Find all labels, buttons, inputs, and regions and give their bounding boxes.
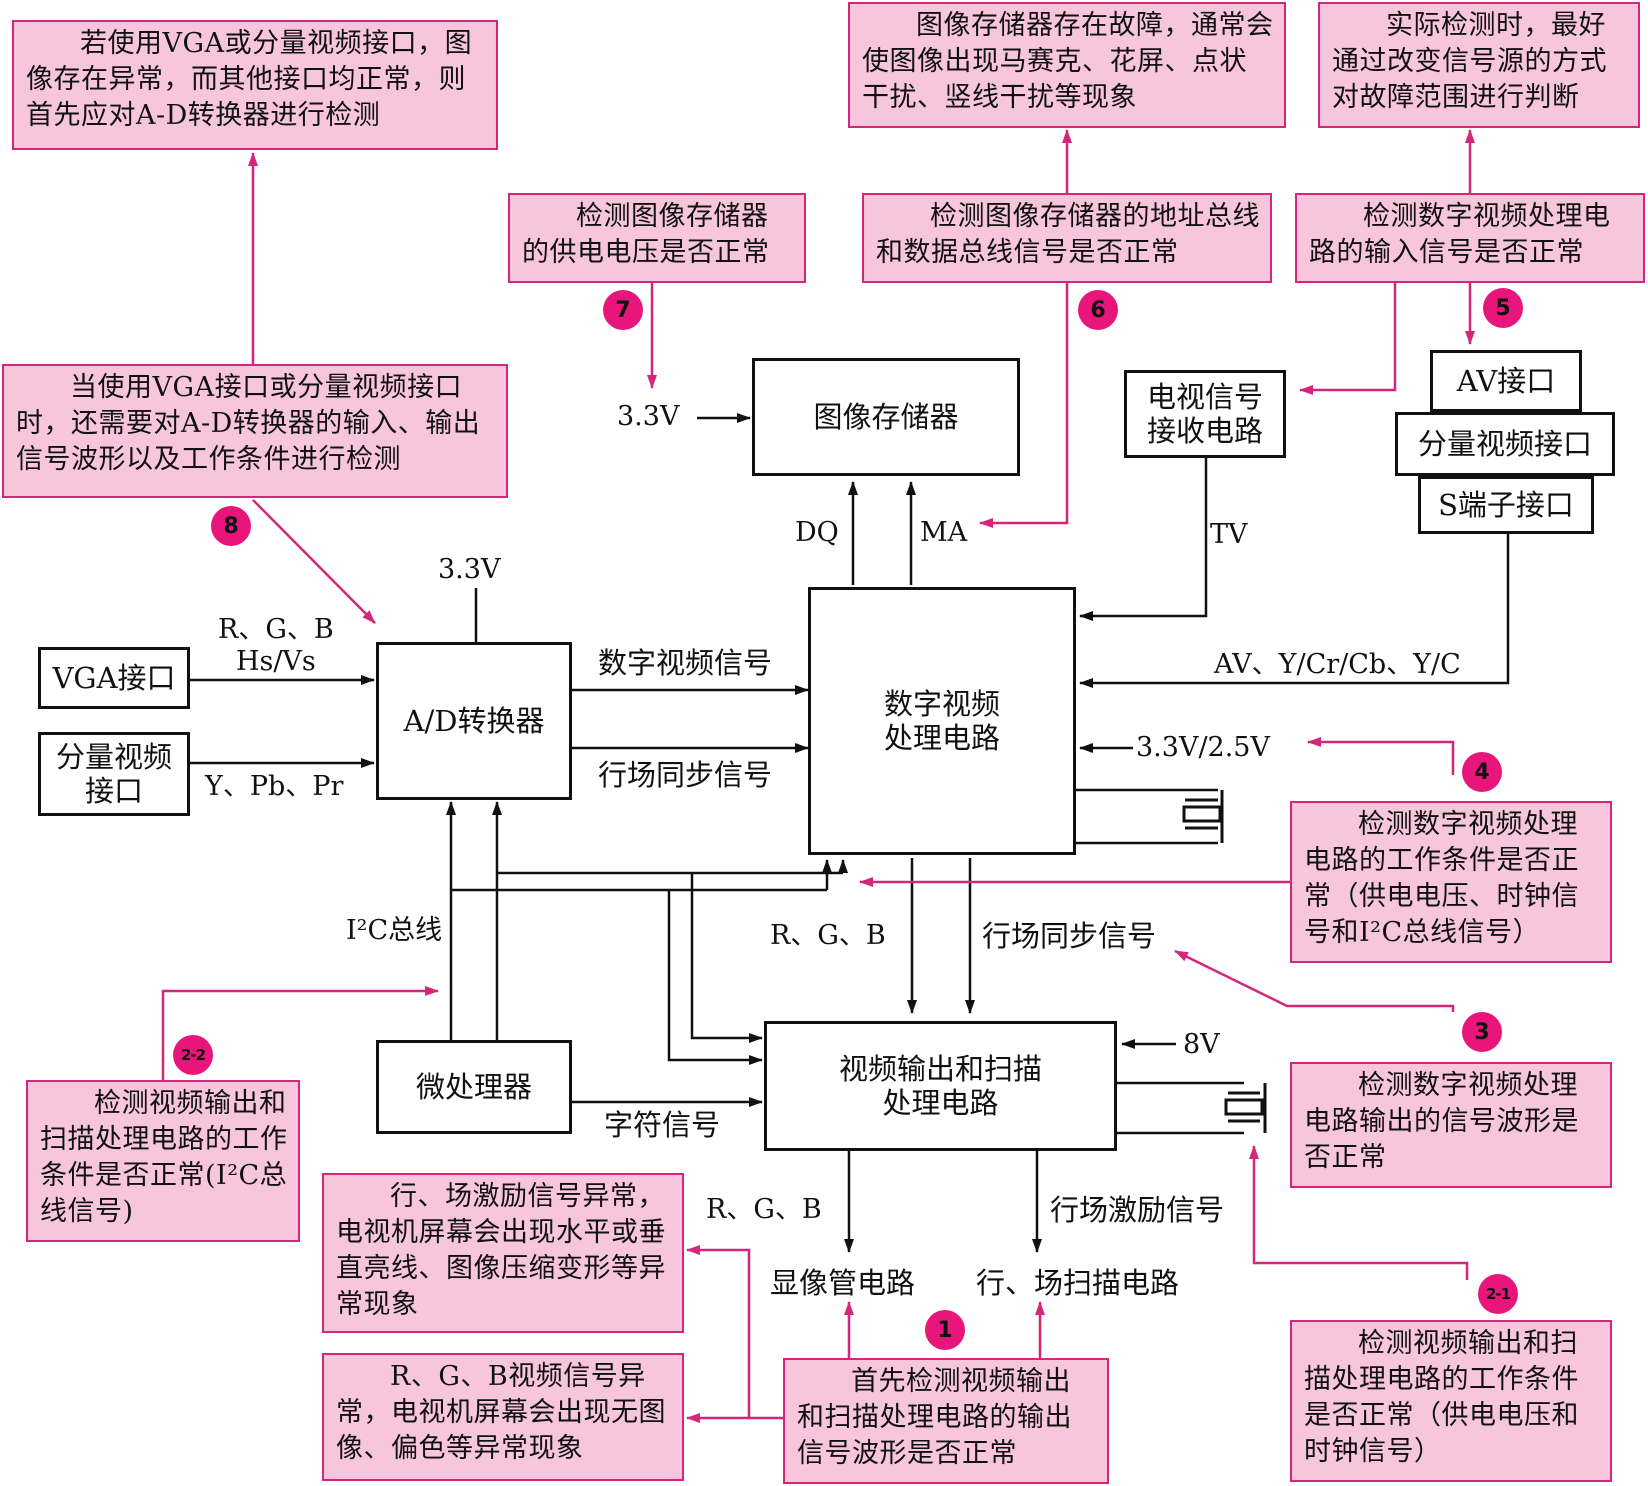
note-dvp-conditions: 检测数字视频处理电路的工作条件是否正常（供电电压、时钟信号和I²C总线信号） (1290, 801, 1612, 963)
badge-1: 1 (925, 1310, 965, 1350)
wire-tv (1079, 458, 1208, 621)
block-vga-port: VGA接口 (38, 647, 190, 709)
block-av-port: AV接口 (1430, 350, 1582, 412)
block-component-port-left: 分量视频接口 (38, 732, 190, 816)
note-dvp-output: 检测数字视频处理电路输出的信号波形是否正常 (1290, 1062, 1612, 1188)
arrow-4 (1307, 737, 1455, 775)
crystal-icon-2 (1224, 1083, 1267, 1133)
note-memory-bus: 检测图像存储器的地址总线和数据总线信号是否正常 (862, 193, 1272, 283)
label-dq: DQ (795, 517, 839, 548)
label-hv-sync-out: 行场同步信号 (982, 919, 1157, 953)
block-adc: A/D转换器 (376, 642, 572, 800)
badge-6: 6 (1078, 290, 1118, 330)
arrow-1-left (686, 1245, 783, 1420)
label-33v-25v: 3.3V/2.5V (1136, 732, 1270, 763)
label-33v-memory: 3.3V (617, 401, 680, 432)
note-dvp-input: 检测数字视频处理电路的输入信号是否正常 (1295, 193, 1645, 283)
block-s-video-port: S端子接口 (1418, 476, 1594, 534)
arrow-3 (1174, 949, 1455, 1012)
block-tv-receiver: 电视信号接收电路 (1124, 370, 1286, 458)
block-image-memory: 图像存储器 (752, 358, 1020, 476)
note-memory-voltage: 检测图像存储器的供电电压是否正常 (508, 193, 806, 283)
arrow-2-1 (1249, 1145, 1469, 1280)
label-hv-drive: 行场激励信号 (1050, 1193, 1225, 1227)
note-adc-check: 当使用VGA接口或分量视频接口时，还需要对A-D转换器的输入、输出信号波形以及工… (2, 364, 508, 498)
wire-i2c-vo-1 (667, 890, 763, 1065)
arrow-8-to-adc (252, 499, 376, 624)
note-hv-drive-abnormal: 行、场激励信号异常，电视机屏幕会出现水平或垂直亮线、图像压缩变形等异常现象 (322, 1173, 684, 1333)
label-tv: TV (1210, 519, 1248, 550)
note-actual-detection: 实际检测时，最好通过改变信号源的方式对故障范围进行判断 (1318, 2, 1640, 128)
note-vo-i2c: 检测视频输出和扫描处理电路的工作条件是否正常(I²C总线信号) (26, 1080, 300, 1242)
label-ypbpr: Y、Pb、Pr (205, 771, 344, 802)
crystal-icon (1182, 790, 1224, 843)
label-33v-adc: 3.3V (438, 554, 501, 585)
badge-7: 7 (603, 290, 643, 330)
block-component-port-right: 分量视频接口 (1395, 412, 1615, 476)
badge-3: 3 (1462, 1012, 1502, 1052)
arrow-2-2 (161, 986, 439, 1082)
label-char-signal: 字符信号 (604, 1108, 721, 1142)
wire-i2c-vo-2 (690, 873, 763, 1043)
block-mcu: 微处理器 (376, 1040, 572, 1134)
label-i2c-bus: I²C总线 (346, 915, 443, 946)
label-ma: MA (920, 517, 968, 548)
label-rgb-mid: R、G、B (770, 920, 886, 951)
badge-5: 5 (1483, 288, 1523, 328)
arrow-6-down (979, 283, 1069, 528)
badge-2-1: 2-1 (1478, 1274, 1518, 1314)
badge-8: 8 (211, 506, 251, 546)
arrow-5-tv (1299, 283, 1397, 395)
wire-av-inputs (1079, 533, 1510, 688)
label-av-inputs: AV、Y/Cr/Cb、Y/C (1214, 649, 1461, 680)
label-hv-sync-in: 行场同步信号 (598, 758, 773, 792)
note-memory-fault: 图像存储器存在故障，通常会使图像出现马赛克、花屏、点状干扰、竖线干扰等现象 (848, 2, 1286, 128)
note-vga-component-adc: 若使用VGA或分量视频接口，图像存在异常，而其他接口均正常，则首先应对A-D转换… (12, 20, 498, 150)
note-vo-conditions: 检测视频输出和扫描处理电路的工作条件是否正常（供电电压和时钟信号） (1290, 1320, 1612, 1482)
label-digital-video: 数字视频信号 (598, 646, 773, 680)
badge-4: 4 (1462, 752, 1502, 792)
block-crt-circuit: 显像管电路 (770, 1266, 916, 1300)
note-rgb-abnormal: R、G、B视频信号异常，电视机屏幕会出现无图像、偏色等异常现象 (322, 1353, 684, 1481)
label-rgb-bottom: R、G、B (706, 1194, 822, 1225)
block-scan-circuit: 行、场扫描电路 (976, 1266, 1180, 1300)
label-8v: 8V (1183, 1029, 1220, 1060)
label-rgb-hsvs: R、G、B Hs/Vs (218, 614, 334, 677)
badge-2-2: 2-2 (173, 1035, 213, 1075)
note-vo-output-first: 首先检测视频输出和扫描处理电路的输出信号波形是否正常 (783, 1358, 1109, 1484)
block-video-out: 视频输出和扫描处理电路 (764, 1021, 1117, 1151)
block-dvp: 数字视频处理电路 (808, 587, 1076, 855)
